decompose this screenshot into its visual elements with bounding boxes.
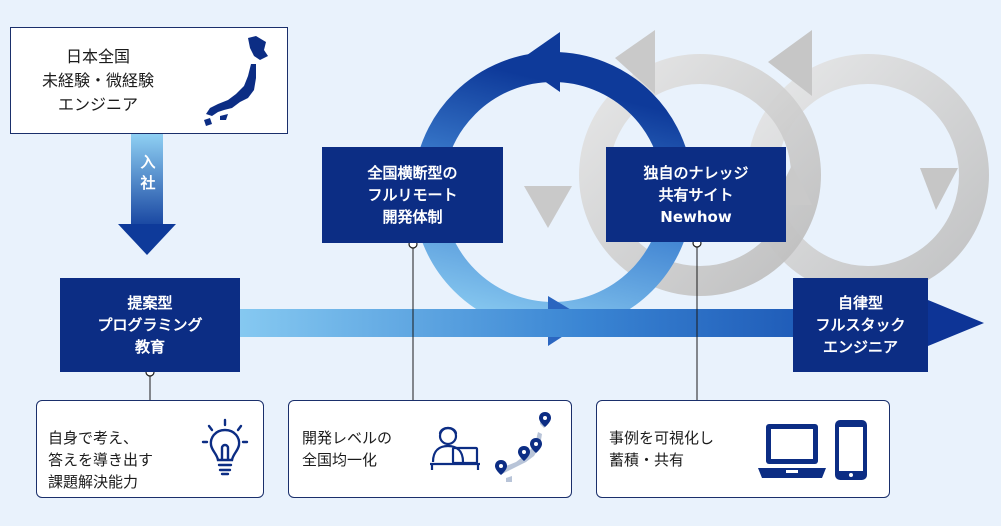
- japan-map-pins-icon: [495, 412, 551, 482]
- join-label-line: 入: [140, 153, 156, 171]
- grey-cycle-left: [524, 30, 821, 296]
- info-card-line: 蓄積・共有: [609, 451, 685, 469]
- info-card-line: 課題解決能力: [48, 473, 139, 491]
- connector-lines: [149, 243, 698, 400]
- start-box-line: 未経験・微経験: [41, 71, 154, 90]
- info-card-line: 事例を可視化し: [609, 429, 715, 447]
- start-box-line: 日本全国: [65, 47, 130, 66]
- smartphone-icon: [835, 420, 867, 480]
- info-card-text: 開発レベルの 全国均一化: [302, 427, 392, 471]
- knowledge-site-box-line: 独自のナレッジ: [643, 163, 749, 182]
- lightbulb-icon: [201, 418, 249, 476]
- join-label-line: 社: [140, 174, 156, 192]
- laptop-icon: [758, 424, 826, 478]
- remote-dev-box-line: 開発体制: [382, 208, 443, 226]
- join-arrow: [118, 134, 176, 255]
- knowledge-site-box-line: 共有サイト: [658, 185, 734, 204]
- start-box-text: 日本全国 未経験・微経験 エンジニア: [18, 45, 178, 117]
- join-label: 入 社: [139, 152, 157, 194]
- remote-dev-box-line: フルリモート: [367, 186, 458, 204]
- education-box-line: 教育: [134, 338, 165, 356]
- japan-map-icon: [204, 36, 268, 126]
- developer-at-laptop-icon: [430, 426, 480, 470]
- remote-dev-box: 全国横断型の フルリモート 開発体制: [322, 147, 503, 243]
- start-box-line: エンジニア: [57, 95, 138, 114]
- start-box: [10, 27, 288, 134]
- education-box: 提案型 プログラミング 教育: [60, 278, 240, 372]
- info-card-line: 開発レベルの: [302, 429, 393, 447]
- goal-box-line: エンジニア: [822, 338, 898, 356]
- education-box-line: 提案型: [127, 294, 173, 312]
- goal-box: 自律型 フルスタック エンジニア: [793, 278, 928, 372]
- knowledge-site-box: 独自のナレッジ 共有サイト Newhow: [606, 147, 786, 242]
- goal-box-line: 自律型: [837, 294, 883, 312]
- goal-box-line: フルスタック: [815, 316, 906, 334]
- info-card-text: 事例を可視化し 蓄積・共有: [609, 427, 714, 471]
- education-box-line: プログラミング: [97, 316, 203, 334]
- info-card-problem-solving: [36, 400, 264, 498]
- remote-dev-box-line: 全国横断型の: [367, 164, 458, 182]
- info-card-line: 自身で考え、: [48, 429, 139, 447]
- info-card-line: 全国均一化: [302, 451, 378, 469]
- info-card-text: 自身で考え、 答えを導き出す 課題解決能力: [48, 427, 153, 493]
- info-card-line: 答えを導き出す: [48, 451, 154, 469]
- knowledge-site-box-line: Newhow: [660, 207, 732, 226]
